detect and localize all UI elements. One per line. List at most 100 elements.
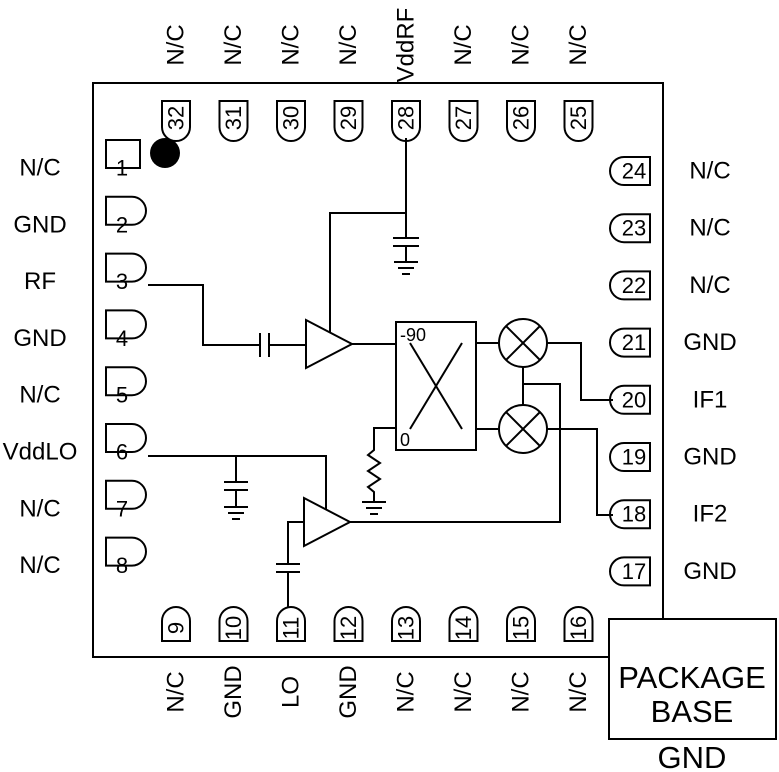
pin-number: 3 bbox=[116, 269, 128, 294]
pin-number: 22 bbox=[622, 273, 646, 298]
package-base-line1: PACKAGE bbox=[618, 660, 766, 695]
pin-label: GND bbox=[683, 558, 736, 585]
pin-11-pad bbox=[276, 606, 306, 642]
pin-10-pad bbox=[218, 606, 249, 642]
pin-label: N/C bbox=[220, 24, 247, 65]
pin-number: 10 bbox=[221, 616, 246, 640]
package-base-line2: BASE bbox=[651, 694, 734, 729]
lo-input-trace-upper bbox=[287, 521, 304, 564]
pin-4-pad bbox=[105, 309, 147, 340]
pin-29-pad bbox=[333, 100, 364, 142]
pin-25-pad bbox=[563, 100, 594, 142]
pin-label: GND bbox=[683, 329, 736, 356]
hybrid-port-0: 0 bbox=[400, 430, 410, 450]
pin-label: N/C bbox=[335, 24, 362, 65]
pin-26-pad bbox=[506, 100, 536, 142]
pin-label: N/C bbox=[163, 671, 190, 712]
pin-label: IF2 bbox=[693, 501, 728, 528]
pin-number: 21 bbox=[622, 330, 646, 355]
pin-2-pad bbox=[105, 195, 147, 226]
pin1-marker bbox=[150, 138, 180, 168]
pin-number: 7 bbox=[116, 496, 128, 521]
pins: 32N/C31N/C30N/C29N/C28VddRF27N/C26N/C25N… bbox=[3, 8, 737, 719]
pin-number: 31 bbox=[221, 106, 246, 130]
pin-label: N/C bbox=[689, 272, 730, 299]
package-outline bbox=[92, 82, 664, 658]
mixer2-cross-b bbox=[505, 411, 541, 447]
pin-label: N/C bbox=[450, 671, 477, 712]
pin-label: GND bbox=[220, 665, 247, 718]
pin-number: 32 bbox=[164, 106, 189, 130]
hybrid-port-minus90: -90 bbox=[400, 325, 426, 345]
pin-number: 12 bbox=[336, 616, 361, 640]
pin-label: N/C bbox=[565, 24, 592, 65]
pin-label: GND bbox=[335, 665, 362, 718]
package-base-gnd-label: GND bbox=[658, 740, 727, 772]
pin-label: VddLO bbox=[3, 439, 78, 466]
pin-number: 4 bbox=[116, 326, 128, 351]
pin-label: N/C bbox=[689, 158, 730, 185]
pin-7-pad bbox=[105, 479, 147, 510]
pin-number: 28 bbox=[394, 106, 419, 130]
hybrid-cross-line-2 bbox=[409, 342, 463, 430]
pin-19-pad bbox=[609, 442, 651, 472]
pin-1-pad bbox=[105, 139, 141, 169]
pin-label: N/C bbox=[19, 382, 60, 409]
pin-label: LO bbox=[278, 676, 305, 708]
pin-number: 9 bbox=[164, 622, 189, 634]
pin-label: N/C bbox=[19, 495, 60, 522]
pin-number: 17 bbox=[622, 559, 646, 584]
pin-6-pad bbox=[105, 423, 147, 453]
pin-label: N/C bbox=[393, 671, 420, 712]
pin-12-pad bbox=[333, 606, 364, 642]
vddlo-trace bbox=[148, 455, 327, 510]
lo-distribution-trace bbox=[350, 383, 561, 523]
pin-20-pad bbox=[609, 384, 651, 415]
pin-number: 27 bbox=[451, 106, 476, 130]
pin-number: 25 bbox=[566, 106, 591, 130]
pin-9-pad bbox=[161, 606, 191, 642]
pin-5-pad bbox=[105, 366, 147, 397]
mixer1-cross-b bbox=[505, 325, 541, 361]
pin-number: 30 bbox=[279, 106, 304, 130]
pin-32-pad bbox=[161, 100, 191, 142]
pin-24-pad bbox=[609, 156, 651, 186]
if1-trace bbox=[547, 342, 613, 401]
pin-30-pad bbox=[276, 100, 306, 142]
pin-number: 18 bbox=[622, 502, 646, 527]
pin-number: 29 bbox=[336, 106, 361, 130]
pin-number: 20 bbox=[622, 387, 646, 412]
pin-number: 6 bbox=[116, 440, 128, 465]
pin-13-pad bbox=[391, 606, 421, 642]
pin-15-pad bbox=[506, 606, 536, 642]
pin-label: VddRF bbox=[393, 8, 420, 83]
pin-label: GND bbox=[13, 325, 66, 352]
package-base-box bbox=[608, 618, 777, 740]
pin-number: 5 bbox=[116, 383, 128, 408]
pin-label: GND bbox=[13, 211, 66, 238]
pin-label: GND bbox=[683, 444, 736, 471]
internal-circuit: -90 0 bbox=[148, 138, 613, 608]
pin-number: 14 bbox=[451, 616, 476, 640]
pin-31-pad bbox=[218, 100, 249, 142]
pin-16-pad bbox=[563, 606, 594, 642]
pin-label: N/C bbox=[565, 671, 592, 712]
pin-28-pad bbox=[391, 100, 421, 142]
pin-3-pad bbox=[105, 252, 147, 283]
pin-21-pad bbox=[609, 327, 651, 358]
pin-8-pad bbox=[105, 536, 147, 567]
pin-number: 23 bbox=[622, 216, 646, 241]
pin-label: N/C bbox=[450, 24, 477, 65]
pin-17-pad bbox=[609, 556, 651, 587]
pin-number: 16 bbox=[566, 616, 591, 640]
pin-label: N/C bbox=[508, 24, 535, 65]
rf-input-trace bbox=[148, 284, 260, 346]
pin-label: N/C bbox=[19, 552, 60, 579]
pin-label: N/C bbox=[508, 671, 535, 712]
pin-27-pad bbox=[448, 100, 479, 142]
pin-number: 11 bbox=[279, 617, 304, 640]
pin-number: 13 bbox=[394, 616, 419, 640]
rf-amp-supply-trace bbox=[329, 212, 406, 333]
pin-label: N/C bbox=[19, 155, 60, 182]
